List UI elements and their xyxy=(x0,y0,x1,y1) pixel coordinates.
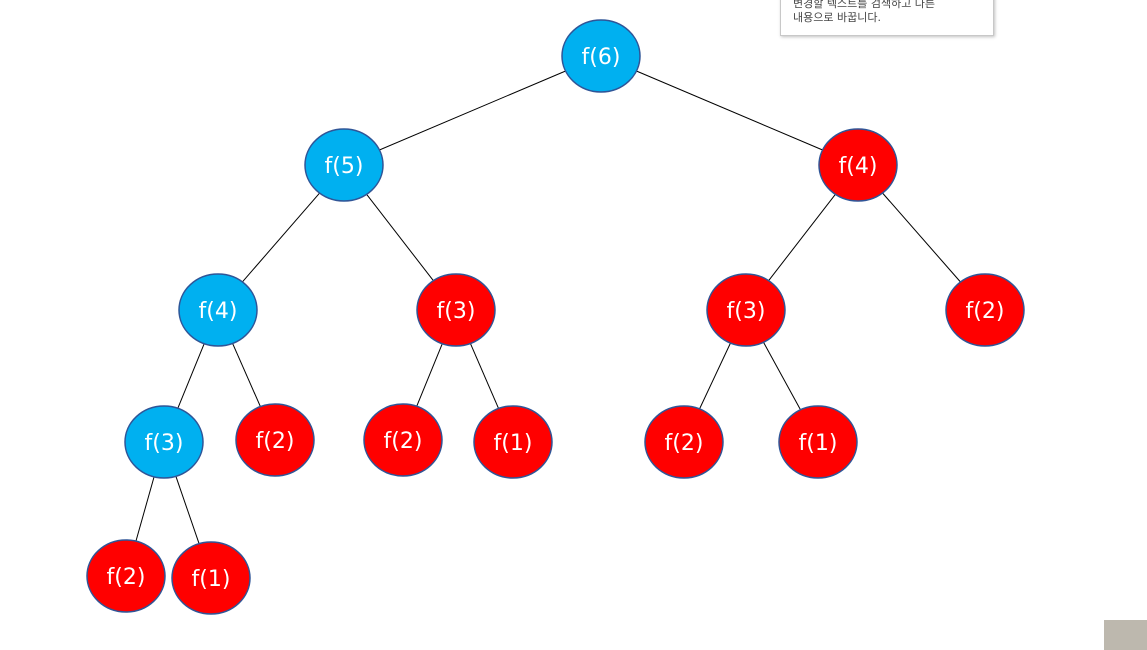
tree-edge-n5-n11 xyxy=(699,342,731,410)
tree-edge-n3-n7 xyxy=(177,343,205,409)
corner-scroll-widget[interactable] xyxy=(1104,620,1147,650)
tree-node-n12: f(1) xyxy=(778,405,858,479)
node-circle-recomputed xyxy=(416,273,496,347)
tree-node-n8: f(2) xyxy=(235,403,315,477)
node-label: f(1) xyxy=(192,567,231,592)
tree-edge-n7-n13 xyxy=(135,476,155,542)
node-circle-recomputed xyxy=(644,405,724,479)
node-circle-recomputed xyxy=(706,273,786,347)
tree-node-n2: f(4) xyxy=(818,128,898,202)
node-circle-recomputed xyxy=(86,539,166,613)
node-circle-recomputed xyxy=(818,128,898,202)
node-label: f(3) xyxy=(145,431,184,456)
tooltip-line-1: 변경할 텍스트를 검색하고 다른 xyxy=(793,0,936,10)
tree-node-n13: f(2) xyxy=(86,539,166,613)
node-label: f(3) xyxy=(437,299,476,324)
node-circle-recomputed xyxy=(171,541,251,615)
node-circle-recomputed xyxy=(778,405,858,479)
node-circle-recomputed xyxy=(473,405,553,479)
tree-node-n4: f(3) xyxy=(416,273,496,347)
node-label: f(1) xyxy=(799,431,838,456)
tree-edge-n3-n8 xyxy=(232,343,261,407)
tree-node-n3: f(4) xyxy=(178,273,258,347)
node-circle-memo_path xyxy=(561,19,641,93)
node-label: f(2) xyxy=(107,565,146,590)
tree-node-n11: f(2) xyxy=(644,405,724,479)
tree-node-n6: f(2) xyxy=(945,273,1025,347)
tree-node-n5: f(3) xyxy=(706,273,786,347)
tree-nodes: f(6) f(5) f(4) f(4) f(3) f(3) f(2) f(3) f(2) f(2)… xyxy=(86,19,1025,615)
tree-node-n0: f(6) xyxy=(561,19,641,93)
node-circle-memo_path xyxy=(178,273,258,347)
tree-edge-n0-n1 xyxy=(379,70,566,151)
tree-edge-n0-n2 xyxy=(636,70,823,151)
node-label: f(1) xyxy=(494,431,533,456)
tree-edge-n1-n4 xyxy=(366,193,434,282)
tree-edge-n4-n10 xyxy=(469,343,500,409)
node-circle-memo_path xyxy=(124,405,204,479)
tree-edge-n2-n5 xyxy=(768,193,836,282)
tree-edge-n7-n14 xyxy=(175,476,200,544)
tree-edges xyxy=(135,70,961,544)
node-label: f(4) xyxy=(199,299,238,324)
tree-node-n14: f(1) xyxy=(171,541,251,615)
node-label: f(2) xyxy=(665,431,704,456)
tree-node-n1: f(5) xyxy=(304,128,384,202)
tree-edge-n5-n12 xyxy=(763,341,801,411)
tooltip-popup: 변경할 텍스트를 검색하고 다른 내용으로 바꿉니다. xyxy=(780,0,994,36)
tree-edge-n4-n9 xyxy=(416,343,443,407)
tree-node-n10: f(1) xyxy=(473,405,553,479)
tree-node-n9: f(2) xyxy=(363,403,443,477)
node-circle-recomputed xyxy=(945,273,1025,347)
node-label: f(2) xyxy=(256,429,295,454)
node-label: f(2) xyxy=(966,299,1005,324)
tooltip-line-2: 내용으로 바꿉니다. xyxy=(793,11,881,24)
node-circle-recomputed xyxy=(235,403,315,477)
node-label: f(6) xyxy=(582,45,621,70)
tree-edge-n2-n6 xyxy=(882,192,961,283)
node-circle-memo_path xyxy=(304,128,384,202)
node-circle-recomputed xyxy=(363,403,443,477)
node-label: f(5) xyxy=(325,154,364,179)
node-label: f(3) xyxy=(727,299,766,324)
tree-edge-n1-n3 xyxy=(242,192,320,283)
node-label: f(2) xyxy=(384,429,423,454)
tree-node-n7: f(3) xyxy=(124,405,204,479)
node-label: f(4) xyxy=(839,154,878,179)
